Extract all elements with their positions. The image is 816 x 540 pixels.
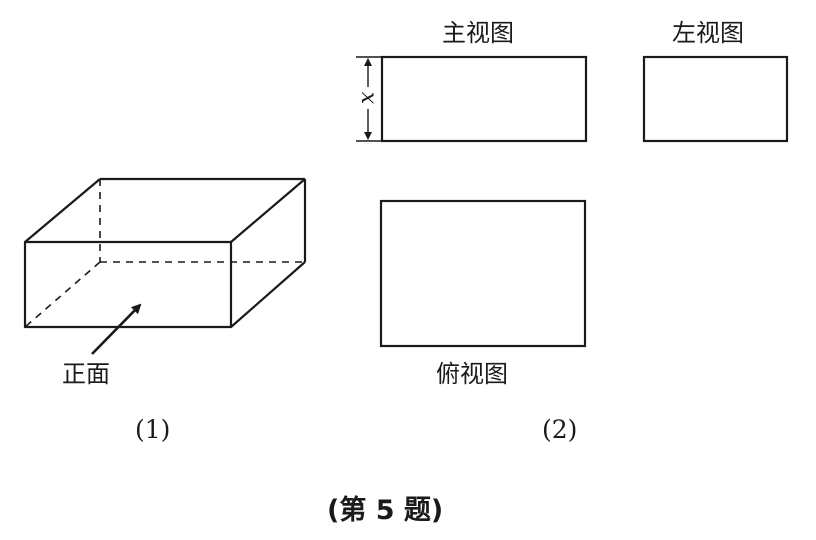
figure-1-label: (1): [135, 415, 171, 444]
front-face-arrow: [91, 303, 142, 355]
box-front-face: [23, 240, 233, 329]
figure-2-label: (2): [542, 415, 578, 444]
box-top-right-edge: [230, 178, 306, 243]
top-view-rect: [379, 199, 587, 348]
box-bottom-right-edge: [230, 261, 306, 328]
top-view-label: 俯视图: [436, 360, 508, 388]
dimension-x-label: x: [356, 87, 381, 109]
hidden-left-bottom-edge: [24, 261, 101, 328]
box-hidden-edges: [24, 179, 305, 328]
box-top-left-edge: [24, 178, 101, 243]
open-box-drawing: [23, 177, 307, 355]
front-view-label: 主视图: [442, 19, 514, 47]
three-views: [356, 55, 789, 348]
question-caption: (第 5 题): [327, 495, 444, 526]
front-view-rect: [380, 55, 588, 143]
left-view-rect: [642, 55, 789, 143]
front-face-label: 正面: [62, 360, 110, 388]
left-view-label: 左视图: [672, 19, 744, 47]
